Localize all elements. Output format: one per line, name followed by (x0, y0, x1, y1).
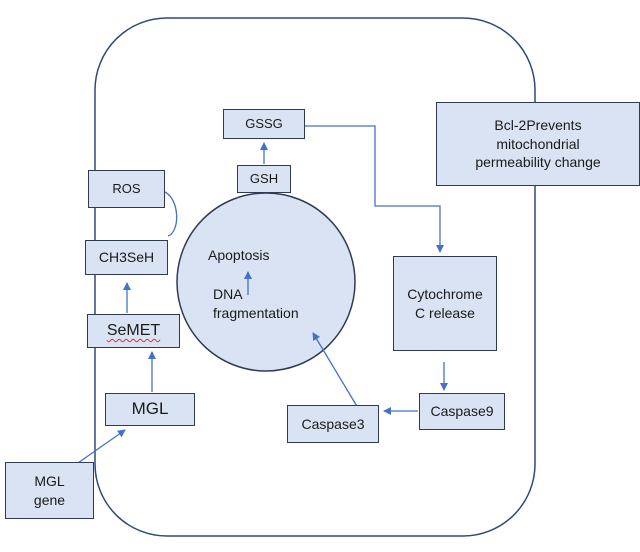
node-cytochrome: Cytochrome C release (393, 256, 497, 351)
loop-ch3seh-ros (164, 191, 178, 237)
nucleus-circle (176, 192, 356, 372)
node-ros: ROS (88, 170, 165, 208)
node-gssg: GSSG (223, 109, 305, 139)
node-mgl-gene: MGL gene (5, 462, 94, 519)
node-ch3seh: CH3SeH (85, 240, 168, 275)
arrow-caspase3-to-dna (312, 332, 359, 409)
arrow-gssg-to-cytochrome (305, 125, 444, 253)
node-semet-label: SeMET (106, 322, 161, 340)
node-caspase3: Caspase3 (287, 405, 379, 443)
label-apoptosis: Apoptosis (208, 247, 270, 263)
label-dna-fragmentation: DNA fragmentation (213, 286, 299, 321)
node-caspase9: Caspase9 (419, 393, 505, 430)
node-gsh: GSH (237, 165, 291, 193)
node-mgl: MGL (105, 393, 195, 426)
node-bcl2: Bcl-2Prevents mitochondrial permeability… (436, 102, 640, 186)
node-semet: SeMET (87, 314, 180, 348)
